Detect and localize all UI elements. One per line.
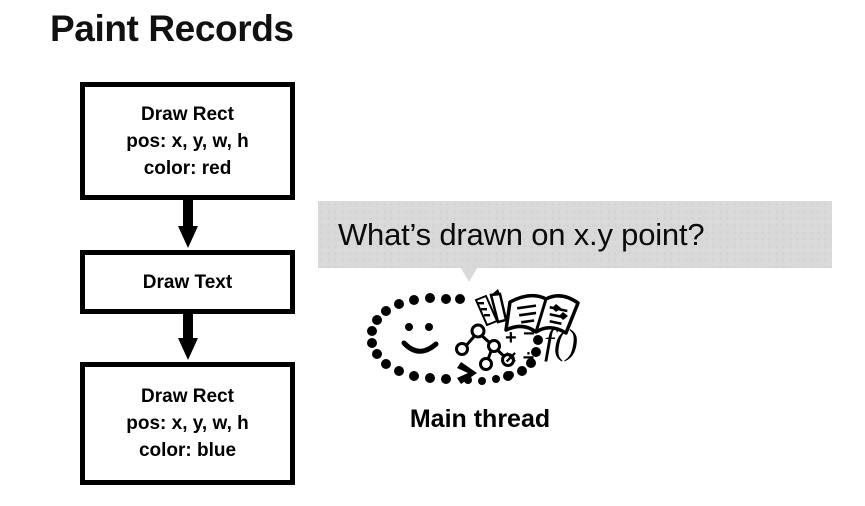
smiley-face-icon bbox=[401, 323, 439, 354]
down-arrow-icon bbox=[178, 200, 198, 250]
arrow-stem bbox=[183, 314, 193, 340]
arrow-stem bbox=[183, 200, 193, 228]
math-operators-icon: + − × ÷ bbox=[505, 323, 535, 369]
record-line-color: color: blue bbox=[138, 440, 237, 461]
record-line-op: Draw Rect bbox=[141, 386, 234, 407]
node-graph-icon bbox=[455, 323, 515, 371]
record-line-pos: pos: x, y, w, h bbox=[126, 130, 249, 152]
speech-bubble: What’s drawn on x.y point? bbox=[318, 201, 832, 268]
open-book-icon bbox=[504, 293, 580, 335]
record-line-op: Draw Text bbox=[142, 271, 233, 293]
paint-record-box-draw-text: Draw Text bbox=[80, 250, 295, 314]
record-line-op: Draw Rect bbox=[141, 103, 234, 125]
svg-text:÷: ÷ bbox=[523, 347, 534, 369]
svg-text:−: − bbox=[523, 323, 535, 345]
svg-text:×: × bbox=[505, 347, 517, 369]
main-thread-label: Main thread bbox=[409, 405, 551, 433]
svg-text:f(): f() bbox=[544, 322, 578, 362]
function-f-icon: f() bbox=[544, 322, 578, 362]
svg-text:+: + bbox=[505, 327, 517, 349]
arrow-head bbox=[178, 338, 198, 360]
paint-record-box-draw-rect-red: Draw Rect pos: x, y, w, h color: red bbox=[80, 82, 295, 200]
chevron-right-icon bbox=[457, 362, 477, 384]
down-arrow-icon bbox=[178, 314, 198, 362]
paint-record-box-draw-rect-blue: Draw Rect pos: x, y, w, h color: blue bbox=[80, 362, 295, 485]
record-line-pos: pos: x, y, w, h bbox=[126, 413, 249, 434]
record-line-color: color: red bbox=[143, 157, 232, 179]
speech-bubble-text: What’s drawn on x.y point? bbox=[338, 216, 705, 252]
arrow-head bbox=[178, 226, 198, 248]
speech-bubble-tail bbox=[461, 268, 477, 282]
thinking-thread-illustration: + − × ÷ f() bbox=[360, 288, 600, 398]
page-title: Paint Records bbox=[50, 8, 294, 49]
